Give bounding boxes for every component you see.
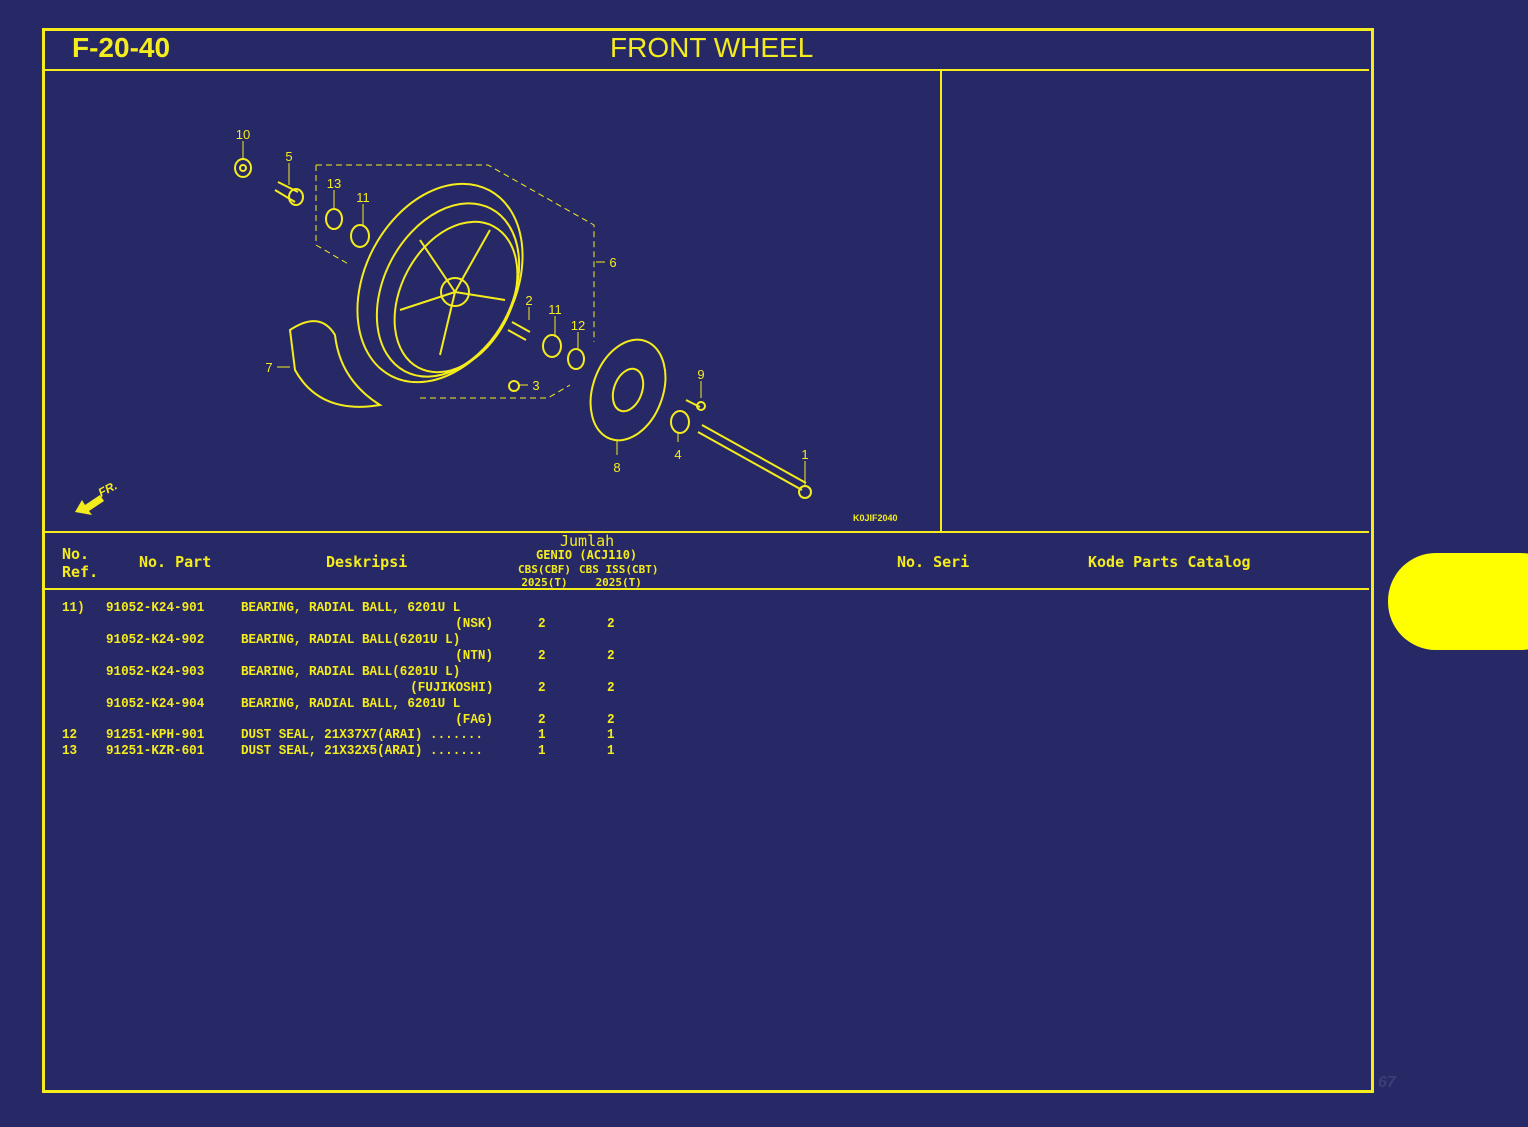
section-code: F-20-40: [72, 32, 171, 63]
part-number: 91052-K24-903: [106, 664, 205, 680]
description: BEARING, RADIAL BALL, 6201U L: [241, 696, 461, 712]
page-title: FRONT WHEEL: [610, 32, 814, 63]
quantity-cbs-iss: 2: [607, 648, 615, 664]
callout-3: 3: [532, 378, 539, 393]
title-divider: [45, 69, 1369, 71]
callout-11: 11: [548, 302, 562, 317]
description: BEARING, RADIAL BALL, 6201U L: [241, 600, 461, 616]
callout-6: 6: [609, 255, 616, 270]
description: DUST SEAL, 21X37X7(ARAI) .......: [241, 727, 483, 743]
header-catalog-code: Kode Parts Catalog: [1088, 553, 1251, 571]
part-number: 91052-K24-901: [106, 600, 205, 616]
callout-9: 9: [697, 367, 704, 382]
fr-arrow-icon: [75, 495, 104, 515]
part-number: 91251-KZR-601: [106, 743, 205, 759]
quantity-cbs-iss: 1: [607, 743, 615, 759]
header-quantity: Jumlah: [560, 532, 615, 550]
header-model: GENIO (ACJ110): [536, 548, 638, 562]
description-brand: (NSK): [455, 616, 493, 632]
header-part-number: No. Part: [139, 553, 212, 571]
description: DUST SEAL, 21X32X5(ARAI) .......: [241, 743, 483, 759]
callout-12: 12: [571, 318, 585, 333]
quantity-cbs-iss: 2: [607, 712, 615, 728]
part-number: 91052-K24-904: [106, 696, 205, 712]
brake-disc: [589, 338, 667, 442]
ref-number: 11): [62, 600, 85, 616]
header-description: Deskripsi: [326, 553, 408, 571]
callout-7: 7: [265, 360, 272, 375]
header-variant-1: CBS(CBF)2025(T): [518, 563, 571, 589]
diagram-divider: [940, 70, 942, 532]
quantity-cbs: 2: [538, 648, 546, 664]
description-brand: (NTN): [455, 648, 493, 664]
quantity-cbs-iss: 2: [607, 680, 615, 696]
part-number: 91052-K24-902: [106, 632, 205, 648]
quantity-cbs: 1: [538, 743, 546, 759]
description-brand: (FUJIKOSHI): [409, 680, 493, 696]
callout-4: 4: [674, 447, 681, 462]
header-serial: No. Seri: [897, 553, 970, 571]
callout-5: 5: [285, 149, 292, 164]
callout-1: 1: [801, 447, 808, 462]
fender: [288, 320, 383, 408]
ref-number: 12: [62, 727, 78, 743]
front-wheel-exploded-diagram: 10 5 13 11 6 2 11 12 7 3 9 8 4 1: [75, 127, 812, 515]
quantity-cbs: 2: [538, 680, 546, 696]
description: BEARING, RADIAL BALL(6201U L): [241, 664, 461, 680]
quantity-cbs-iss: 1: [607, 727, 615, 743]
header-variant-2: CBS ISS(CBT)2025(T): [579, 563, 659, 589]
description-brand: (FAG): [455, 712, 493, 728]
callout-2: 2: [525, 293, 532, 308]
callout-8: 8: [613, 460, 620, 475]
table-header-bottom: [45, 588, 1369, 590]
part-number: 91251-KPH-901: [106, 727, 205, 743]
catalog-page-frame: [42, 28, 1374, 1093]
callout-11: 11: [356, 190, 370, 205]
quantity-cbs: 2: [538, 616, 546, 632]
callout-10: 10: [236, 127, 250, 142]
hub-dashed-box: [315, 164, 595, 399]
quantity-cbs: 1: [538, 727, 546, 743]
quantity-cbs: 2: [538, 712, 546, 728]
callout-13: 13: [327, 176, 341, 191]
header-ref: No.Ref.: [62, 545, 99, 581]
illustration-code: K0JIF2040: [853, 513, 898, 523]
description: BEARING, RADIAL BALL(6201U L): [241, 632, 461, 648]
wheel-rim: [356, 182, 524, 384]
side-tab[interactable]: [1388, 553, 1528, 650]
quantity-cbs-iss: 2: [607, 616, 615, 632]
page-number: 67: [1378, 1074, 1396, 1091]
parts: [234, 158, 812, 499]
table-header-top: [45, 531, 1369, 533]
ref-number: 13: [62, 743, 78, 759]
